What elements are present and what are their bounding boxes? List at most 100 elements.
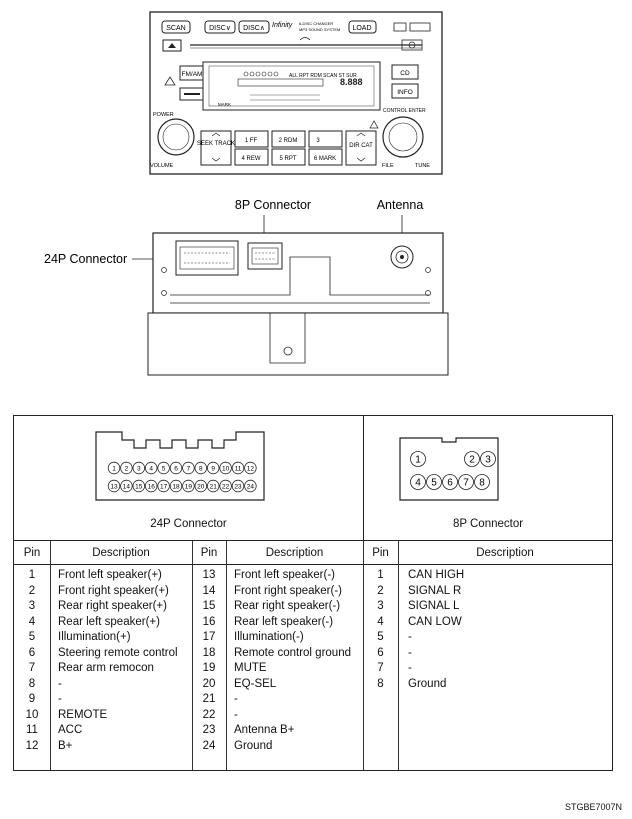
- pin-number: 5: [28, 631, 36, 643]
- cd-slot: [190, 44, 422, 49]
- connector-pin: [206, 461, 220, 475]
- svg-text:SEEK TRACK: SEEK TRACK: [197, 141, 235, 147]
- band-button[interactable]: [179, 87, 205, 101]
- connector-pin: [231, 461, 245, 475]
- pin-number: 18: [202, 646, 216, 659]
- pin-description: -: [408, 631, 412, 643]
- connector-pin: [169, 461, 183, 475]
- header-pin-3: Pin: [372, 547, 389, 559]
- pin-number: 6: [377, 646, 384, 659]
- connector-pin: [144, 479, 158, 493]
- preset-6-button[interactable]: 6 MARK: [308, 148, 343, 166]
- connector-pin-label: 16: [148, 483, 156, 490]
- pin-description: SIGNAL R: [408, 584, 462, 597]
- connector-pin-label: 12: [247, 465, 255, 472]
- dir-cat-button[interactable]: DIR CAT: [345, 130, 377, 166]
- connector-pin: [169, 479, 183, 493]
- file-label: FILE: [382, 163, 394, 169]
- pin-description: Ground: [234, 739, 273, 752]
- volume-knob[interactable]: [157, 118, 195, 156]
- connector-pin-label: 2: [469, 455, 475, 466]
- disc-down-button[interactable]: DISC∨: [204, 20, 236, 34]
- pin-number: 8: [377, 677, 384, 690]
- connector-pin-label: 20: [197, 483, 205, 490]
- svg-text:1 FF: 1 FF: [245, 138, 258, 144]
- head-unit-front-panel: SCAN DISC∨ DISC∧ Infinity 6-DISC CHANGER…: [149, 11, 443, 175]
- connector-pin: [426, 474, 442, 490]
- preset-1-button[interactable]: 1 FF: [234, 130, 269, 148]
- preset-4-button[interactable]: 4 REW: [234, 148, 269, 166]
- antenna-jack: [390, 245, 414, 269]
- connector-pin: [231, 479, 245, 493]
- connector-pin: [206, 479, 220, 493]
- svg-text:4 REW: 4 REW: [241, 156, 260, 162]
- connector-pin-label: 24: [247, 483, 255, 490]
- preset-3-button[interactable]: 3: [308, 130, 343, 148]
- svg-text:CD: CD: [400, 70, 410, 77]
- connector-pin: [442, 474, 458, 490]
- connector-pin-label: 7: [463, 478, 469, 489]
- svg-text:8.888: 8.888: [340, 77, 363, 87]
- pin-number: 20: [202, 677, 216, 690]
- connector-8p-caption: 8P Connector: [452, 518, 524, 530]
- connector-pin-label: 21: [210, 483, 218, 490]
- connector-pin-label: 7: [187, 465, 191, 472]
- svg-text:6 MARK: 6 MARK: [314, 156, 336, 162]
- connector-pin: [132, 461, 146, 475]
- preset-2-button[interactable]: 2 RDM: [271, 130, 306, 148]
- connector-pin: [132, 479, 146, 493]
- pin-description: MUTE: [234, 662, 267, 674]
- connector-pin-label: 17: [160, 483, 168, 490]
- power-label: POWER: [153, 112, 174, 118]
- svg-text:DISC∧: DISC∧: [243, 25, 265, 32]
- connector-pin-label: 23: [234, 483, 242, 490]
- connector-pin-label: 15: [135, 483, 143, 490]
- eject-button[interactable]: [162, 39, 182, 52]
- connector-pin-label: 22: [222, 483, 230, 490]
- volume-label: VOLUME: [150, 163, 174, 169]
- header-description-1: Description: [92, 547, 150, 559]
- rear-view-diagram: 8P Connector Antenna 24P Connector: [44, 198, 449, 376]
- connector-pin: [107, 461, 121, 475]
- cd-button[interactable]: CD: [391, 64, 419, 80]
- load-button[interactable]: LOAD: [348, 20, 377, 34]
- connector-pin: [410, 451, 426, 467]
- preset-5-button[interactable]: 5 RPT: [271, 148, 306, 166]
- connector-pin-label: 8: [199, 465, 203, 472]
- pin-number: 10: [25, 708, 39, 721]
- info-button[interactable]: INFO: [391, 83, 419, 99]
- pin-description: Rear left speaker(-): [234, 615, 334, 628]
- pin-number: 4: [28, 615, 36, 628]
- pin-description: Front right speaker(-): [234, 584, 343, 597]
- connector-pin-label: 1: [415, 455, 421, 466]
- seek-track-button[interactable]: SEEK TRACK: [197, 130, 235, 166]
- fm-am-button[interactable]: FM/AM: [179, 65, 205, 81]
- control-knob[interactable]: [382, 116, 424, 158]
- scan-button[interactable]: SCAN: [161, 20, 191, 34]
- pin-number: 19: [202, 662, 216, 674]
- pin-description: Rear arm remocon: [58, 662, 154, 674]
- pin-description: Front left speaker(-): [234, 569, 335, 581]
- pin-description: ACC: [58, 724, 83, 736]
- pin-number: 16: [202, 615, 216, 628]
- connector-8p-rear: [247, 242, 283, 270]
- warning-icon: [369, 120, 379, 129]
- svg-text:2 RDM: 2 RDM: [279, 138, 298, 144]
- connector-pin: [219, 479, 232, 493]
- connector-pin: [458, 474, 474, 490]
- brand-sub2: MP3 SOUND SYSTEM: [299, 27, 340, 32]
- connector-pin: [480, 451, 496, 467]
- svg-text:DISC∨: DISC∨: [209, 25, 231, 32]
- disc-count-icon: [401, 39, 423, 51]
- pin-description: B+: [58, 739, 73, 752]
- connector-pin: [144, 461, 158, 475]
- pin-description: -: [234, 693, 238, 705]
- disc-up-button[interactable]: DISC∧: [238, 20, 270, 34]
- pin-number: 13: [202, 569, 216, 581]
- pin-number: 6: [28, 646, 36, 659]
- pin-description: Rear right speaker(-): [234, 600, 341, 612]
